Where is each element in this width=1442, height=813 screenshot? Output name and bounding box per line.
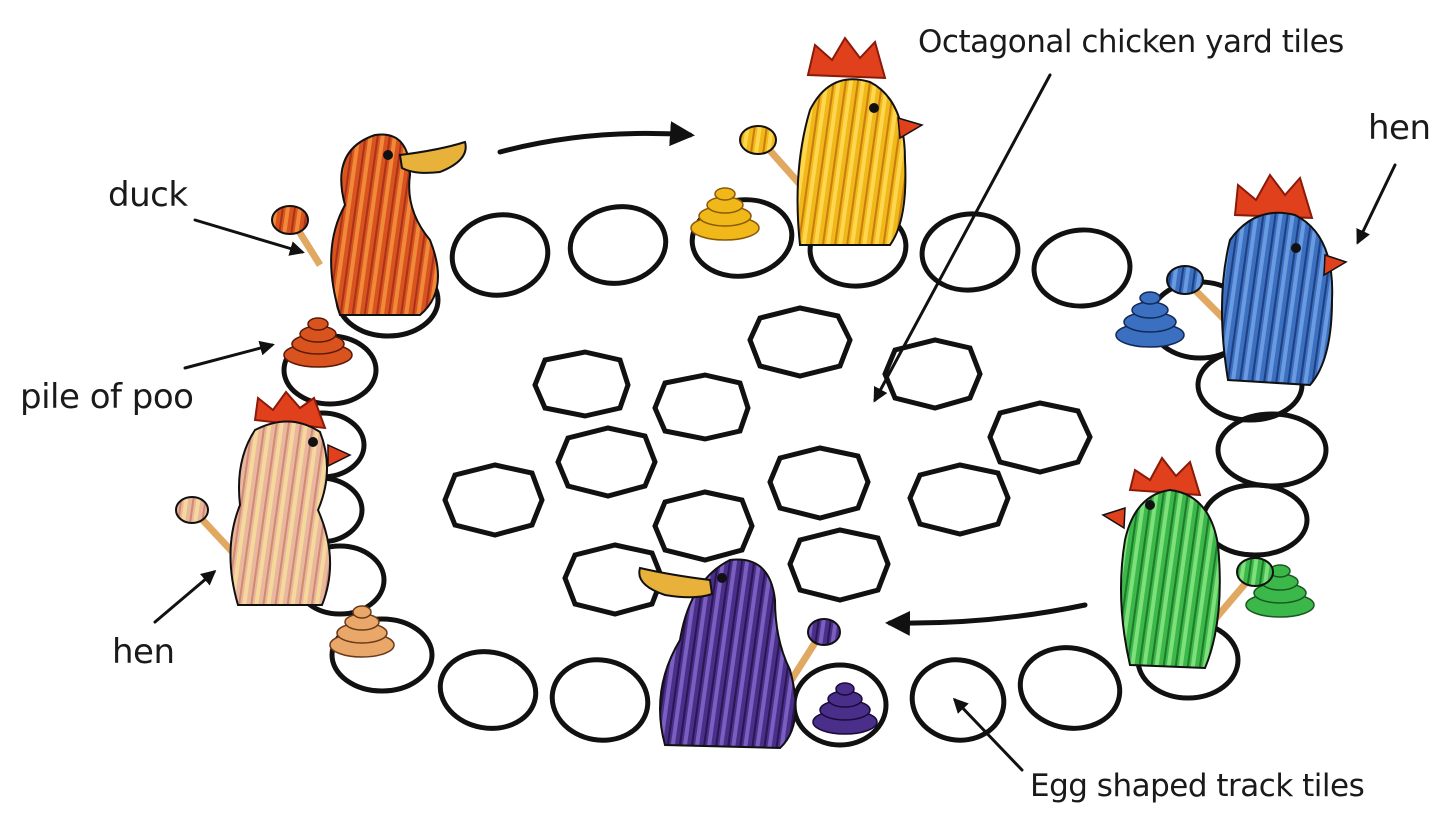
egg-tile xyxy=(906,653,1010,748)
arrow-hen-left xyxy=(155,572,214,622)
label-hen-left: hen xyxy=(112,632,175,672)
octagon-tile xyxy=(770,448,868,518)
label-hen-right: hen xyxy=(1368,108,1431,148)
octagon-tile xyxy=(655,492,752,560)
movement-arrow-top xyxy=(500,133,690,152)
octagon-tile xyxy=(655,375,748,439)
egg-tile xyxy=(1031,227,1132,310)
arrow-to-track xyxy=(955,700,1022,770)
hen-pink xyxy=(176,392,350,605)
poo-pile-purple xyxy=(813,683,877,734)
hen-green xyxy=(1103,458,1273,668)
movement-arrow-bottom xyxy=(890,605,1085,623)
octagon-tile xyxy=(750,308,850,376)
poo-pile-yellow xyxy=(691,188,759,240)
egg-tile xyxy=(1014,640,1126,736)
poo-pile-blue xyxy=(1116,292,1184,347)
arrow-hen-right xyxy=(1358,165,1395,242)
octagon-tile xyxy=(990,403,1090,472)
egg-tile xyxy=(546,652,654,747)
egg-tile xyxy=(564,199,672,291)
egg-tile xyxy=(1218,414,1326,486)
octagon-tile xyxy=(885,340,980,408)
octagon-tile xyxy=(558,428,655,496)
egg-tile xyxy=(434,644,542,736)
octagon-tile xyxy=(445,465,542,535)
label-track-tiles: Egg shaped track tiles xyxy=(1030,768,1364,804)
arrow-poo xyxy=(185,345,272,368)
octagon-yard-tiles xyxy=(445,308,1090,614)
poo-pile-orange xyxy=(284,318,352,367)
label-pile-of-poo: pile of poo xyxy=(20,377,193,417)
hen-yellow xyxy=(740,38,922,245)
hen-blue xyxy=(1167,175,1346,385)
octagon-tile xyxy=(910,465,1008,534)
label-yard-tiles: Octagonal chicken yard tiles xyxy=(918,24,1344,60)
octagon-tile xyxy=(790,530,888,600)
egg-tile xyxy=(446,207,554,302)
duck-orange xyxy=(272,135,466,316)
duck-purple xyxy=(639,560,840,749)
label-duck: duck xyxy=(108,175,188,215)
octagon-tile xyxy=(535,352,628,416)
